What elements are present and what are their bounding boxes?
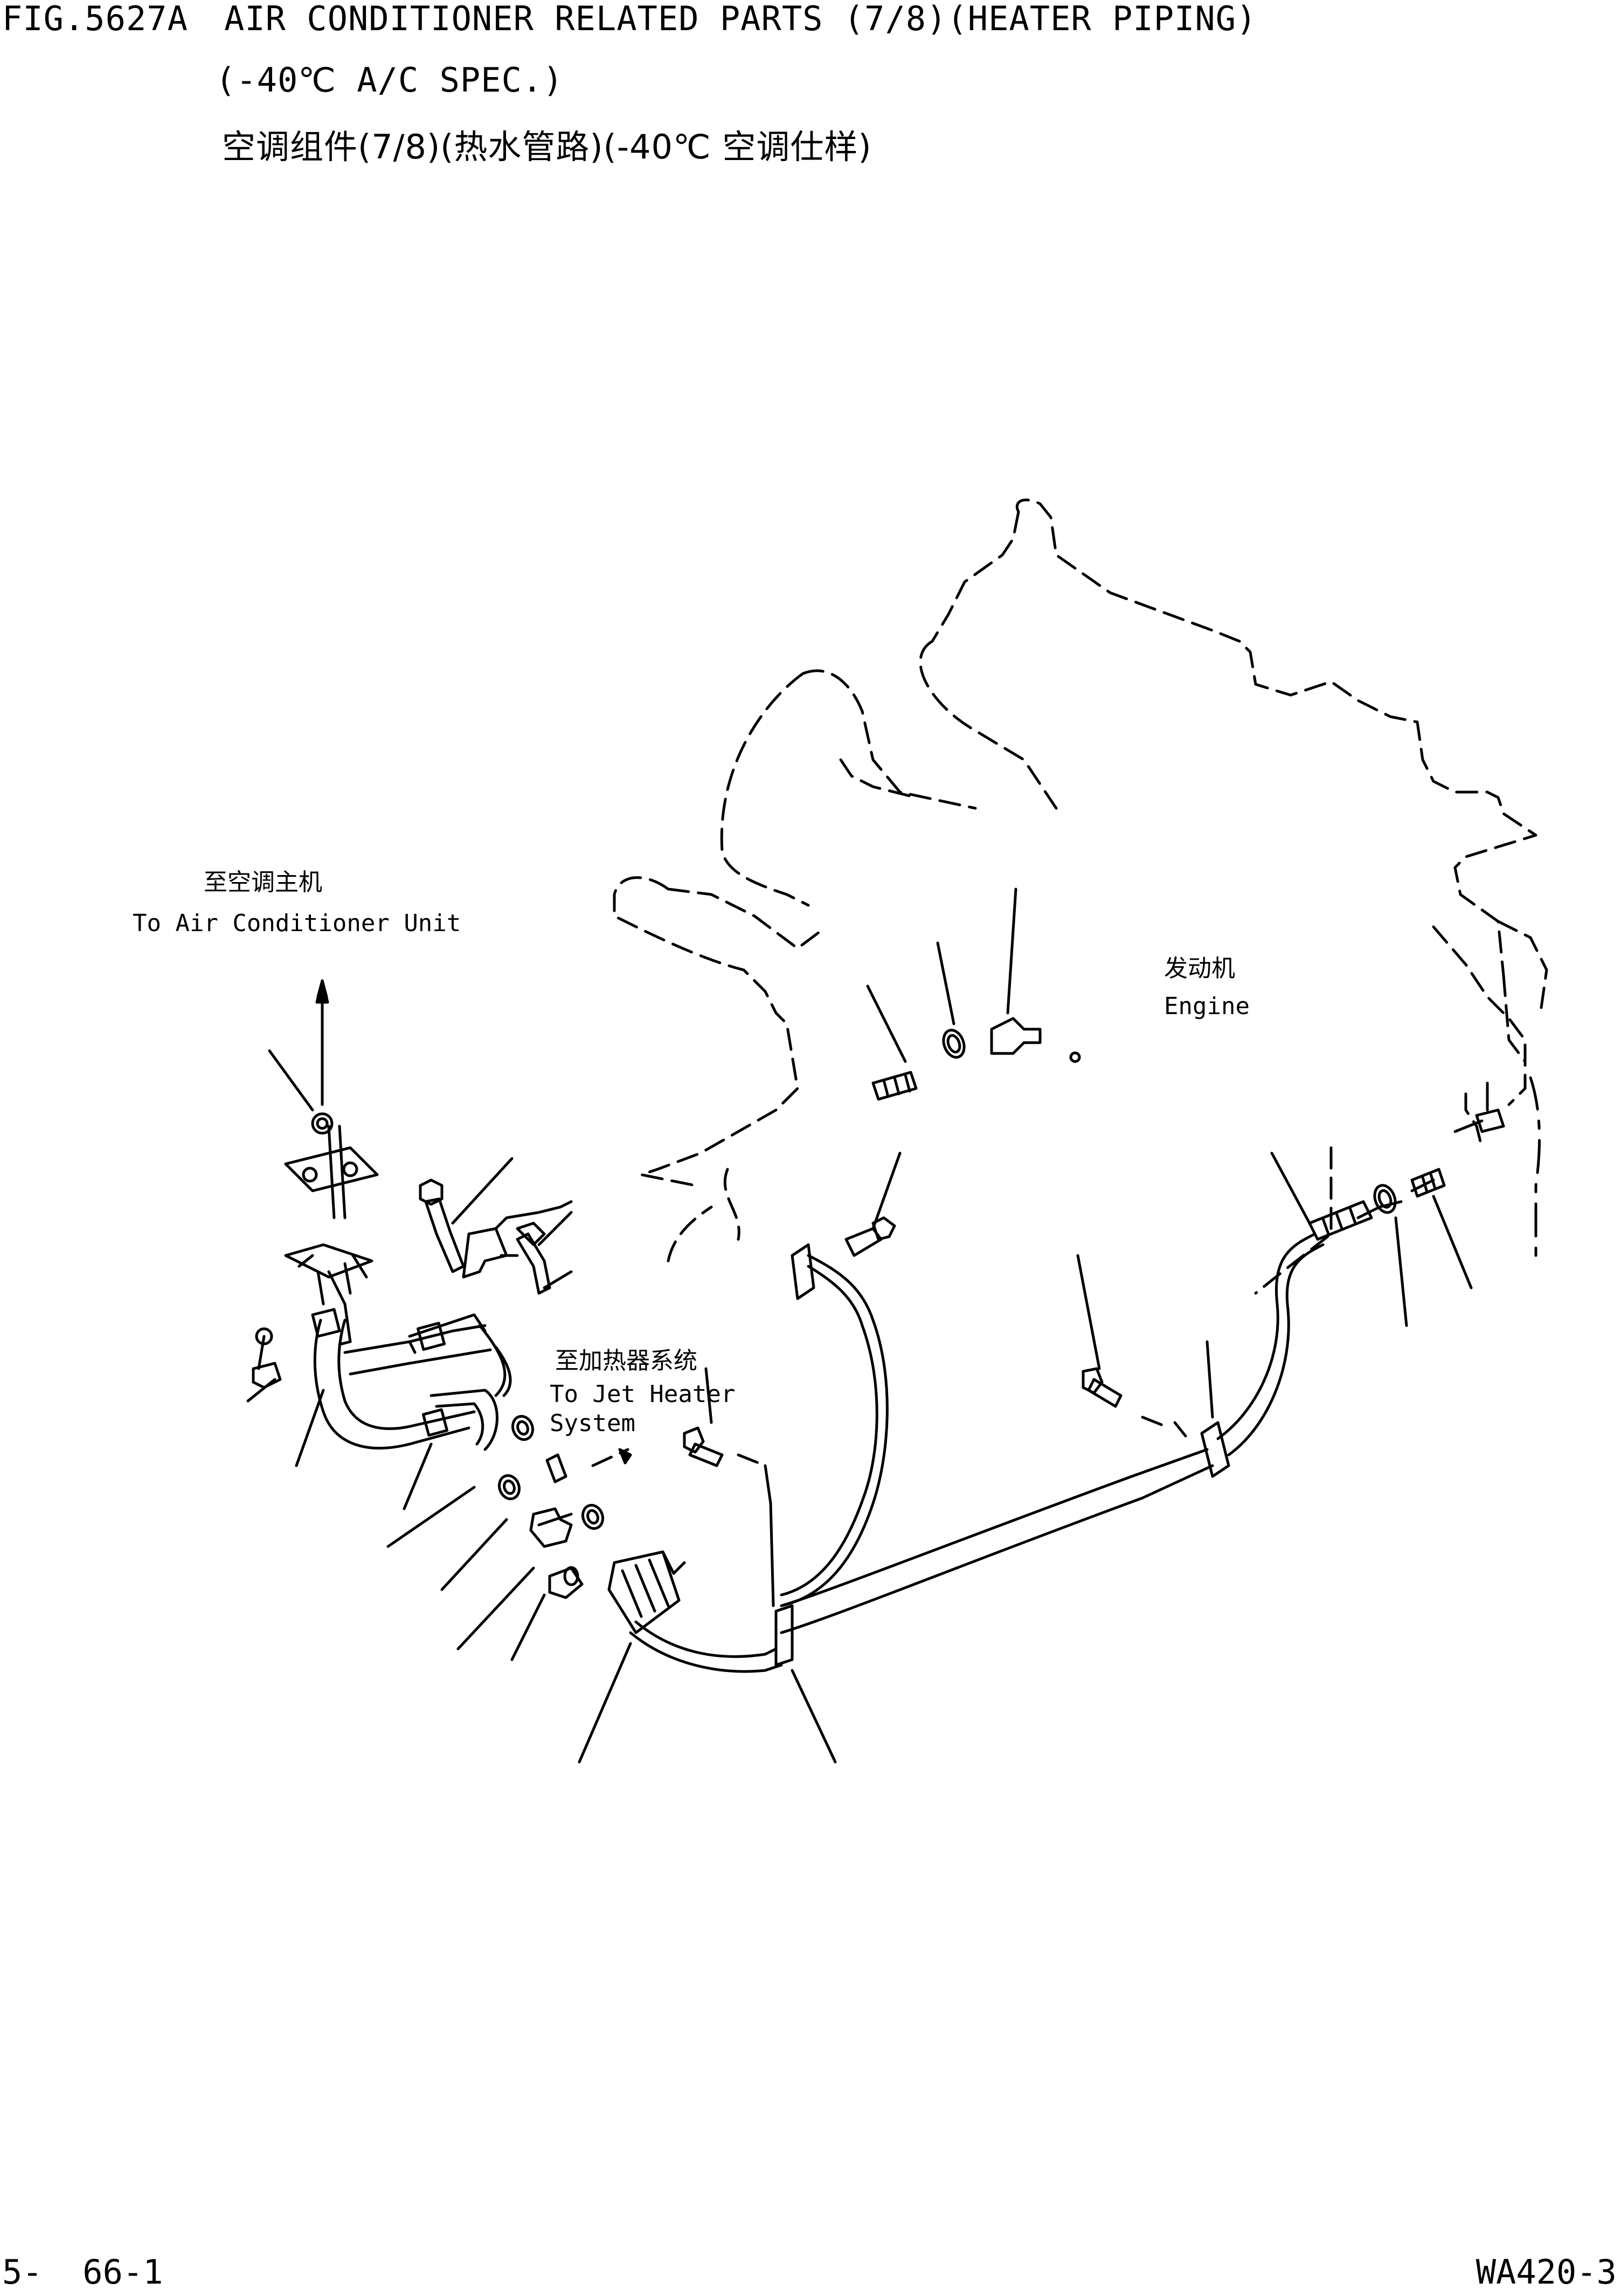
ac-side-piping xyxy=(284,979,512,1451)
leader-lines xyxy=(246,887,1473,1764)
page-number: 5- 66-1 xyxy=(2,2252,163,2292)
model-code: WA420-3 xyxy=(1475,2252,1617,2292)
to-jet-heater-label-line1: To Jet Heater xyxy=(550,1381,736,1408)
engine-label: Engine xyxy=(1164,993,1250,1020)
to-ac-unit-label: To Air Conditioner Unit xyxy=(133,910,461,937)
engine-label-chinese: 发动机 xyxy=(1164,955,1235,982)
engine-hose-upper xyxy=(871,1017,1081,1101)
engine-outline xyxy=(613,498,1548,1295)
right-fitting xyxy=(1453,1081,1505,1133)
figure-title-chinese: 空调组件(7/8)(热水管路)(-40℃ 空调仕样) xyxy=(222,127,872,167)
direction-arrows xyxy=(316,979,632,1467)
jet-heater-fittings xyxy=(497,1414,783,1673)
to-jet-heater-label-chinese: 至加热器系统 xyxy=(555,1347,697,1375)
to-ac-unit-label-chinese: 至空调主机 xyxy=(204,869,322,896)
hose-clamps xyxy=(774,1243,1230,1667)
figure-spec: (-40℃ A/C SPEC.) xyxy=(216,60,564,100)
figure-title: AIR CONDITIONER RELATED PARTS (7/8)(HEAT… xyxy=(224,0,1257,38)
heater-hose-engine xyxy=(780,1178,1435,1634)
left-fasteners xyxy=(252,1178,573,1389)
to-jet-heater-label-line2: System xyxy=(550,1410,635,1437)
engine-hose-right xyxy=(1308,1168,1446,1241)
engine-bolts xyxy=(683,1216,1187,1607)
figure-number: FIG.5627A xyxy=(2,0,188,38)
